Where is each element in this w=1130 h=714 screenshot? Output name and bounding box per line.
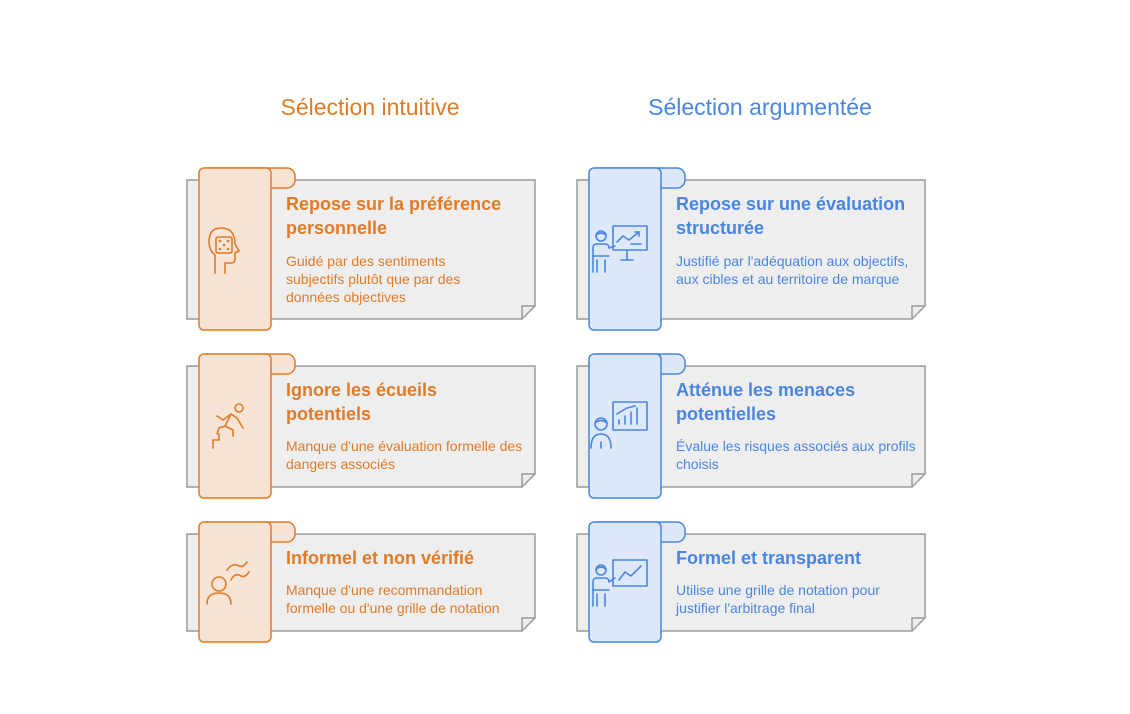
column-title-argued: Sélection argumentée	[648, 94, 872, 120]
card-description: Justifié par l'adéquation aux objectifs,…	[676, 253, 909, 287]
presenter-chart-icon	[592, 225, 648, 273]
card-title: Ignore les écueils potentiels	[286, 380, 438, 424]
card-personal-preference: Repose sur la préférence personnelle Gui…	[186, 167, 537, 332]
head-dice-icon	[208, 227, 240, 274]
card-title: Atténue les menaces potentielles	[676, 380, 856, 424]
column-title-intuitive: Sélection intuitive	[280, 94, 460, 120]
card-informal: Informel et non vérifié Manque d'une rec…	[186, 521, 537, 644]
card-title: Repose sur une évaluation structurée	[676, 194, 906, 238]
card-description: Manque d'une évaluation formelle des dan…	[286, 438, 523, 472]
person-wave-icon	[206, 561, 250, 605]
card-title: Informel et non vérifié	[286, 548, 475, 568]
card-structured-evaluation: Repose sur une évaluation structurée Jus…	[576, 167, 927, 332]
card-title: Repose sur la préférence personnelle	[286, 194, 502, 238]
card-description: Guidé par des sentiments subjectifs plut…	[286, 253, 461, 305]
presenter-board-icon	[592, 559, 648, 607]
card-mitigate-threats: Atténue les menaces potentielles Évalue …	[576, 353, 927, 500]
card-title: Formel et transparent	[676, 548, 862, 568]
card-description: Manque d'une recommandation formelle ou …	[286, 582, 500, 616]
falling-person-icon	[212, 403, 244, 449]
card-description: Utilise une grille de notation pour just…	[676, 582, 880, 616]
card-formal-transparent: Formel et transparent Utilise une grille…	[576, 521, 927, 644]
person-bar-chart-icon	[590, 401, 648, 449]
card-description: Évalue les risques associés aux profils …	[676, 438, 916, 472]
card-ignore-pitfalls: Ignore les écueils potentiels Manque d'u…	[186, 353, 537, 500]
